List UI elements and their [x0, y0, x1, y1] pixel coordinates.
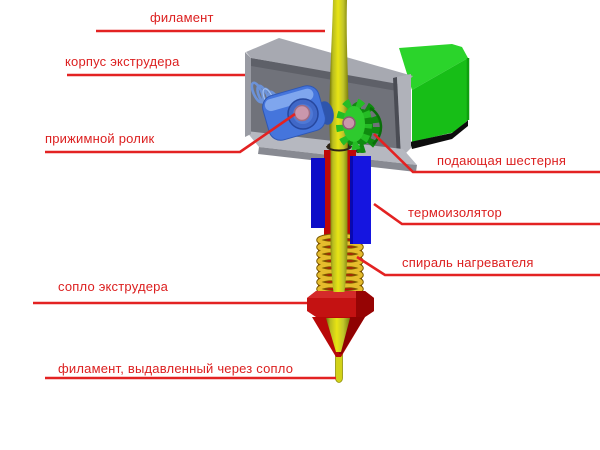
- label-nozzle: сопло экструдера: [58, 279, 169, 294]
- label-filament: филамент: [150, 10, 214, 25]
- label-body: корпус экструдера: [65, 54, 180, 69]
- flange-hole-rim: [326, 145, 352, 152]
- thermal-insulator-shape: [311, 156, 371, 244]
- callout-lines: [33, 29, 600, 380]
- callout-line-roller: [45, 112, 296, 154]
- nozzle-core-shape: [326, 318, 350, 352]
- label-gear: подающая шестерня: [437, 153, 567, 168]
- gear-axle: [342, 116, 356, 130]
- callout-line-insulator: [373, 202, 600, 226]
- callout-line-coil: [356, 255, 600, 277]
- label-insulator: термоизолятор: [408, 205, 502, 220]
- label-coil: спираль нагревателя: [402, 255, 534, 270]
- label-extruded: филамент, выдавленный через сопло: [58, 361, 294, 376]
- motor-shape: [399, 44, 470, 149]
- nozzle-shape: [307, 291, 374, 357]
- filament-shape: [329, 0, 349, 292]
- feed-gear-shape: [336, 98, 383, 153]
- roller-axle: [293, 104, 311, 122]
- callout-line-gear: [373, 133, 600, 174]
- label-roller: прижимной ролик: [45, 131, 155, 146]
